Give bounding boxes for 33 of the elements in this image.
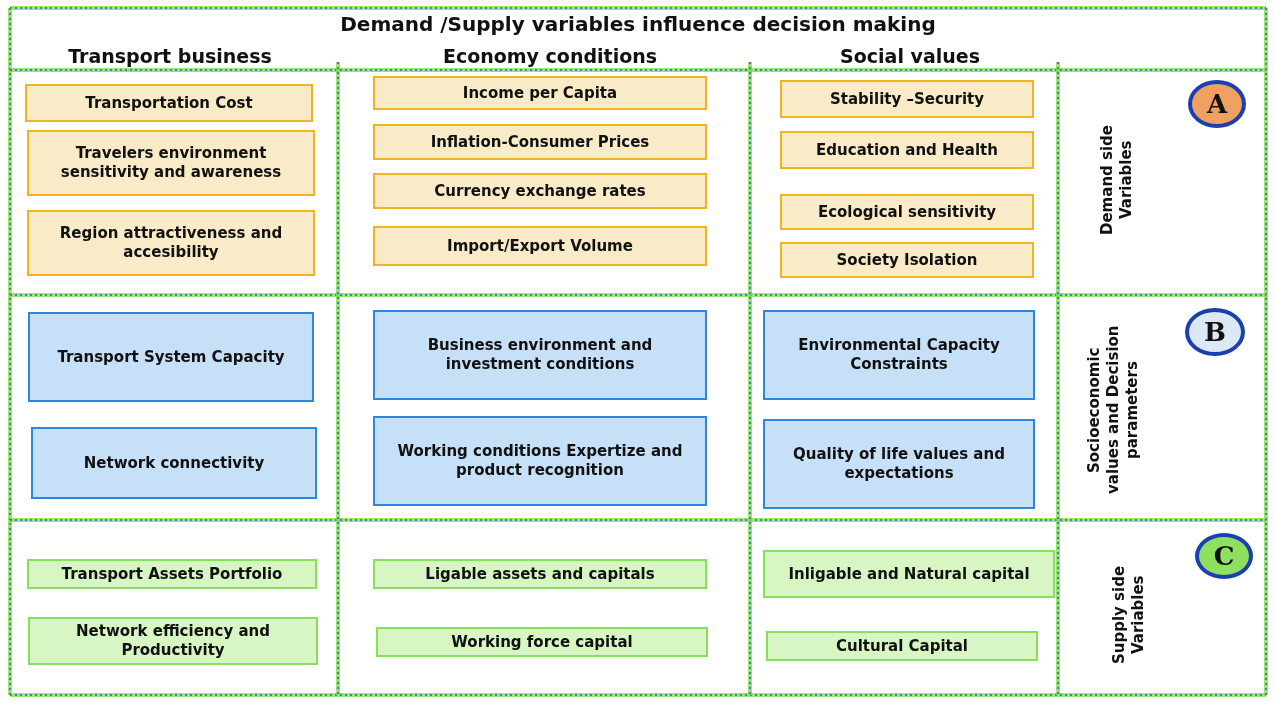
row-label: Socioeconomic values and Decision parameters: [1085, 324, 1142, 497]
variable-box: Transportation Cost: [25, 84, 313, 122]
row-label: Supply side Variables: [1110, 564, 1148, 667]
parameter-box: Working conditions Expertize and product recognition: [373, 416, 707, 506]
variable-box: Currency exchange rates: [373, 173, 707, 209]
diagram-title: Demand /Supply variables influence decision making: [339, 12, 937, 36]
variable-box: Import/Export Volume: [373, 226, 707, 266]
parameter-box: Environmental Capacity Constraints: [763, 310, 1035, 400]
variable-box: Working force capital: [376, 627, 708, 657]
variable-box: Ecological sensitivity: [780, 194, 1034, 230]
variable-box: Travelers environment sensitivity and awareness: [27, 130, 315, 196]
parameter-box: Quality of life values and expectations: [763, 419, 1035, 509]
variable-box: Region attractiveness and accesibility: [27, 210, 315, 276]
column-heading: Transport business: [67, 45, 273, 67]
variable-box: Inflation-Consumer Prices: [373, 124, 707, 160]
parameter-box: Transport System Capacity: [28, 312, 314, 402]
variable-box: Inligable and Natural capital: [763, 550, 1055, 598]
letter-circle: A: [1188, 80, 1246, 128]
column-heading: Economy conditions: [441, 45, 659, 67]
letter-circle: C: [1195, 533, 1253, 579]
parameter-box: Network connectivity: [31, 427, 317, 499]
variable-box: Education and Health: [780, 131, 1034, 169]
parameter-box: Business environment and investment conditions: [373, 310, 707, 400]
variable-box: Cultural Capital: [766, 631, 1038, 661]
column-heading: Social values: [839, 45, 981, 67]
letter-circle: B: [1185, 308, 1245, 356]
variable-box: Income per Capita: [373, 76, 707, 110]
variable-box: Ligable assets and capitals: [373, 559, 707, 589]
variable-box: Network efficiency and Productivity: [28, 617, 318, 665]
variable-box: Transport Assets Portfolio: [27, 559, 317, 589]
variable-box: Stability –Security: [780, 80, 1034, 118]
variable-box: Society Isolation: [780, 242, 1034, 278]
row-label: Demand side Variables: [1098, 124, 1136, 237]
